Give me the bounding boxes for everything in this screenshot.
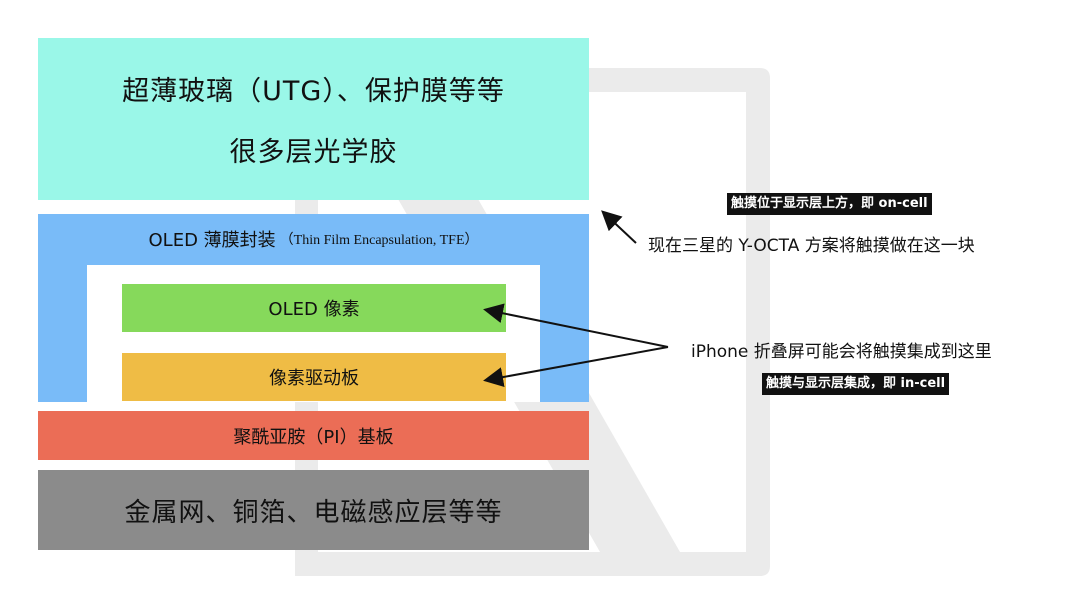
tfe-main-label: OLED 薄膜封装 [148, 230, 276, 251]
utg-layer: 超薄玻璃（UTG）、保护膜等等 很多层光学胶 [38, 38, 589, 200]
pixel-driver-layer: 像素驱动板 [122, 353, 506, 401]
metal-layer: 金属网、铜箔、电磁感应层等等 [38, 470, 589, 550]
metal-layer-label: 金属网、铜箔、电磁感应层等等 [124, 497, 503, 528]
incell-arrow-to-driver [483, 346, 669, 387]
utg-layer-label: 超薄玻璃（UTG）、保护膜等等 [122, 76, 505, 107]
tfe-layer-label: OLED 薄膜封装 （Thin Film Encapsulation, TFE） [38, 214, 589, 264]
incell-badge: 触摸与显示层集成，即 in-cell [762, 373, 950, 395]
oncell-arrow [601, 210, 637, 244]
incell-arrow-to-pixel [483, 303, 669, 348]
pi-substrate-label: 聚酰亚胺（PI）基板 [233, 426, 394, 448]
oncell-badge: 触摸位于显示层上方，即 on-cell [727, 193, 932, 215]
pixel-driver-label: 像素驱动板 [269, 368, 359, 389]
oled-pixel-label: OLED 像素 [268, 299, 360, 320]
optical-adhesive-label: 很多层光学胶 [229, 137, 398, 168]
pi-substrate-layer: 聚酰亚胺（PI）基板 [38, 411, 589, 460]
oncell-note: 现在三星的 Y-OCTA 方案将触摸做在这一块 [648, 236, 975, 256]
incell-note: iPhone 折叠屏可能会将触摸集成到这里 [691, 342, 992, 362]
oled-pixel-layer: OLED 像素 [122, 284, 506, 332]
tfe-sub-label: （Thin Film Encapsulation, TFE） [279, 233, 479, 248]
